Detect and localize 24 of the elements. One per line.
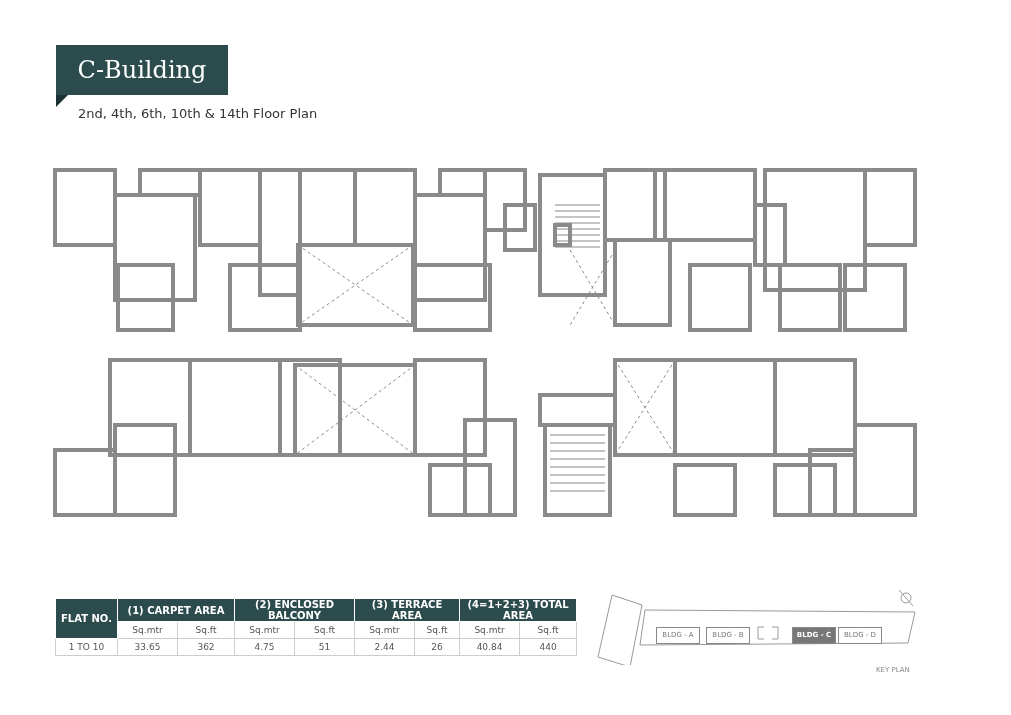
table-cell: 440 [519, 638, 577, 656]
table-cell: 26 [414, 638, 460, 656]
title-banner: C-Building [56, 45, 228, 95]
table-cell: 40.84 [459, 638, 520, 656]
unit-header: Sq.ft [294, 621, 355, 639]
unit-header: Sq.mtr [459, 621, 520, 639]
unit-header: Sq.ft [177, 621, 235, 639]
table-cell: 362 [177, 638, 235, 656]
unit-header: Sq.mtr [354, 621, 415, 639]
column-header: (1) CARPET AREA [117, 598, 235, 622]
unit-header: Sq.ft [519, 621, 577, 639]
table-cell: 2.44 [354, 638, 415, 656]
subtitle: 2nd, 4th, 6th, 10th & 14th Floor Plan [78, 106, 318, 121]
unit-header: Sq.mtr [234, 621, 295, 639]
table-cell: 33.65 [117, 638, 178, 656]
unit-header: Sq.ft [414, 621, 460, 639]
column-header: (2) ENCLOSED BALCONY [234, 598, 355, 622]
column-header: FLAT NO. [55, 598, 118, 639]
table-cell: 4.75 [234, 638, 295, 656]
table-cell: 51 [294, 638, 355, 656]
table-cell: 1 TO 10 [55, 638, 118, 656]
column-header: (3) TERRACE AREA [354, 598, 460, 622]
unit-header: Sq.mtr [117, 621, 178, 639]
column-header: (4=1+2+3) TOTAL AREA [459, 598, 577, 622]
